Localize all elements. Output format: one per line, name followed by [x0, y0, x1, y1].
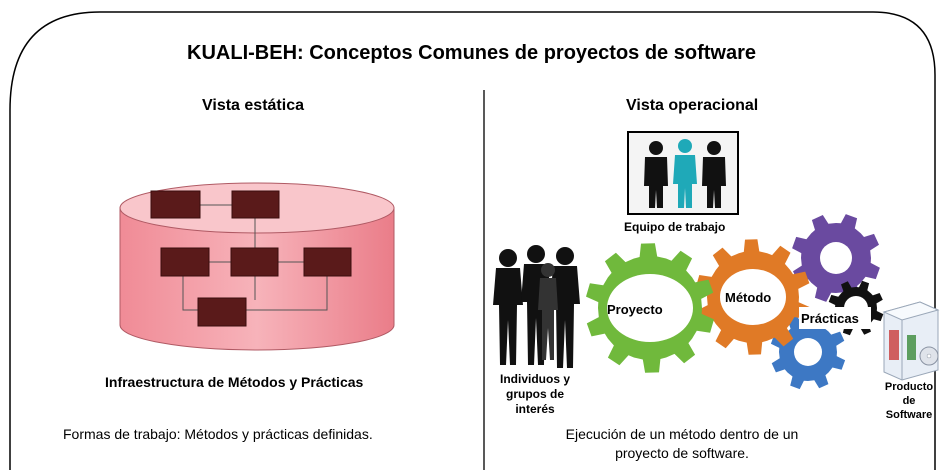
- infra-box: [160, 247, 210, 277]
- right-description: Ejecución de un método dentro de un proy…: [565, 426, 799, 461]
- infra-box: [231, 190, 280, 219]
- infra-box: [303, 247, 352, 277]
- stakeholders-icon: [493, 245, 580, 368]
- gear-green-icon-hub: [607, 274, 693, 342]
- infra-box: [230, 247, 279, 277]
- stakeholders-label: Individuos y grupos de interés: [500, 372, 571, 416]
- left-heading: Vista estática: [202, 97, 304, 114]
- gear-purple-icon-hub: [820, 242, 852, 274]
- product-label: Producto de Software: [884, 381, 934, 421]
- gear-orange-icon-hub: [720, 269, 786, 325]
- team-icon: [627, 131, 739, 215]
- right-heading: Vista operacional: [626, 97, 759, 114]
- infra-box: [197, 297, 247, 327]
- gear-label-practices: Prácticas: [801, 311, 859, 326]
- gear-label-method: Método: [725, 290, 772, 305]
- gears-group: [586, 214, 884, 390]
- left-caption: Infraestructura de Métodos y Prácticas: [105, 374, 364, 390]
- team-label: Equipo de trabajo: [624, 220, 726, 234]
- software-product-icon: [882, 301, 940, 381]
- practices-label-plate: [799, 307, 871, 329]
- gear-label-project: Proyecto: [607, 302, 663, 317]
- page-title: KUALI-BEH: Conceptos Comunes de proyecto…: [187, 42, 756, 64]
- infra-box: [150, 190, 201, 219]
- frame-border: [9, 11, 936, 470]
- left-description: Formas de trabajo: Métodos y prácticas d…: [63, 426, 373, 442]
- gear-blue-icon-hub: [794, 338, 822, 366]
